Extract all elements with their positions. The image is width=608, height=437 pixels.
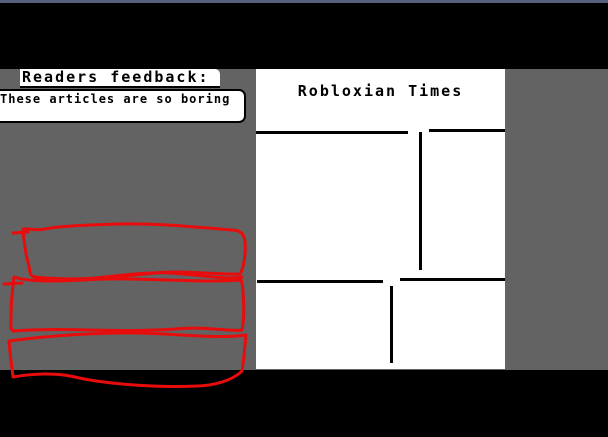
scribble-box-2 [2,275,246,333]
newspaper-divider-bottom-right [400,278,505,281]
scribble-box-1-outline [21,222,247,281]
newspaper-column-divider-upper [419,132,422,270]
top-accent-line [0,0,608,3]
newspaper-panel: Robloxian Times [256,69,505,369]
feedback-title-label: Readers feedback: [20,69,220,88]
feedback-comment-bubble: These articles are so boring [0,89,246,123]
newspaper-divider-bottom-left [257,280,383,283]
newspaper-column-divider-lower [390,286,393,363]
scribble-box-3-outline [7,331,248,388]
newspaper-title: Robloxian Times [297,82,464,100]
scribble-box-1 [11,222,247,282]
scribble-box-2-outline [9,275,246,333]
scribble-box-3 [7,331,248,388]
red-scribble-overlay [2,222,248,388]
newspaper-divider-top-right [429,129,505,132]
scribble-box-1-tick [11,230,30,235]
newspaper-divider-top-left [256,131,408,134]
